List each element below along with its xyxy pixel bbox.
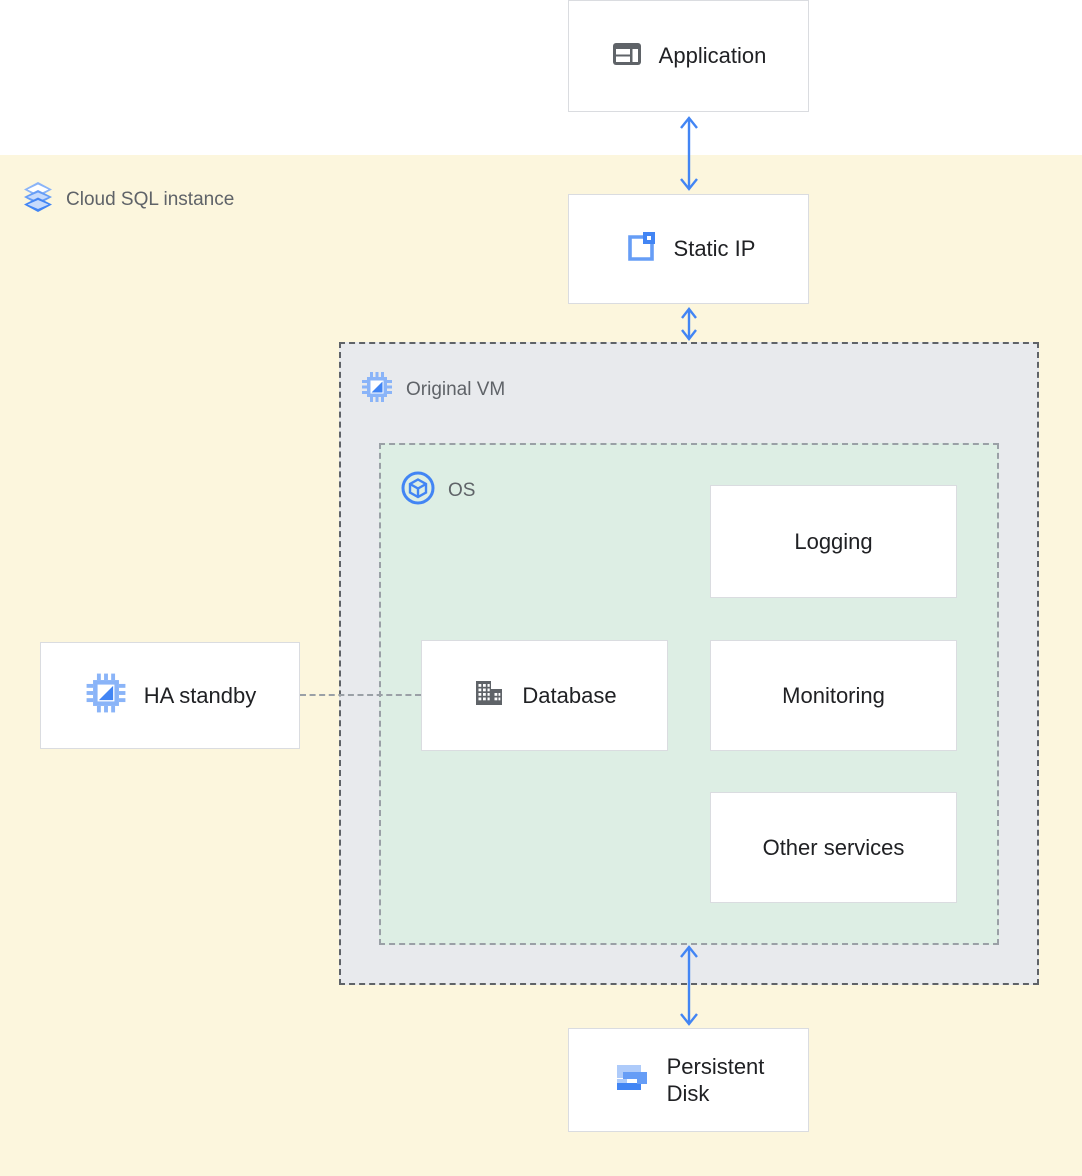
vm-chip-icon bbox=[84, 671, 128, 720]
region-label-cloud-sql-instance: Cloud SQL instance bbox=[22, 180, 234, 219]
node-application[interactable]: Application bbox=[568, 0, 809, 112]
application-icon bbox=[611, 38, 643, 75]
region-label-text: OS bbox=[448, 479, 476, 501]
node-label: HA standby bbox=[143, 682, 257, 708]
node-label: Static IP bbox=[673, 236, 756, 262]
region-label-original-vm: Original VM bbox=[360, 370, 505, 409]
node-static-ip[interactable]: Static IP bbox=[568, 194, 809, 304]
node-label: Database bbox=[522, 682, 617, 708]
vm-chip-icon bbox=[360, 370, 394, 409]
node-label: Other services bbox=[762, 834, 905, 860]
connector-application-to-static-ip bbox=[669, 112, 709, 200]
database-building-icon bbox=[472, 676, 506, 715]
static-ip-icon bbox=[622, 229, 658, 270]
persistent-disk-icon bbox=[613, 1059, 651, 1102]
node-label: Persistent Disk bbox=[666, 1053, 765, 1107]
node-database[interactable]: Database bbox=[421, 640, 668, 751]
connector-os-to-persistent-disk bbox=[669, 942, 709, 1035]
os-icon bbox=[400, 470, 436, 511]
node-logging[interactable]: Logging bbox=[710, 485, 957, 598]
node-other-services[interactable]: Other services bbox=[710, 792, 957, 903]
node-label: Logging bbox=[794, 528, 873, 554]
node-monitoring[interactable]: Monitoring bbox=[710, 640, 957, 751]
node-ha-standby[interactable]: HA standby bbox=[40, 642, 300, 749]
node-label: Application bbox=[658, 43, 767, 69]
node-label: Monitoring bbox=[782, 682, 885, 708]
node-persistent-disk[interactable]: Persistent Disk bbox=[568, 1028, 809, 1132]
region-label-text: Original VM bbox=[406, 378, 506, 400]
cloud-sql-icon bbox=[22, 180, 54, 219]
region-label-os: OS bbox=[400, 470, 475, 511]
connector-static-ip-to-original-vm bbox=[669, 304, 709, 349]
region-label-text: Cloud SQL instance bbox=[66, 188, 235, 210]
connector-ha-standby-to-database bbox=[300, 694, 421, 696]
